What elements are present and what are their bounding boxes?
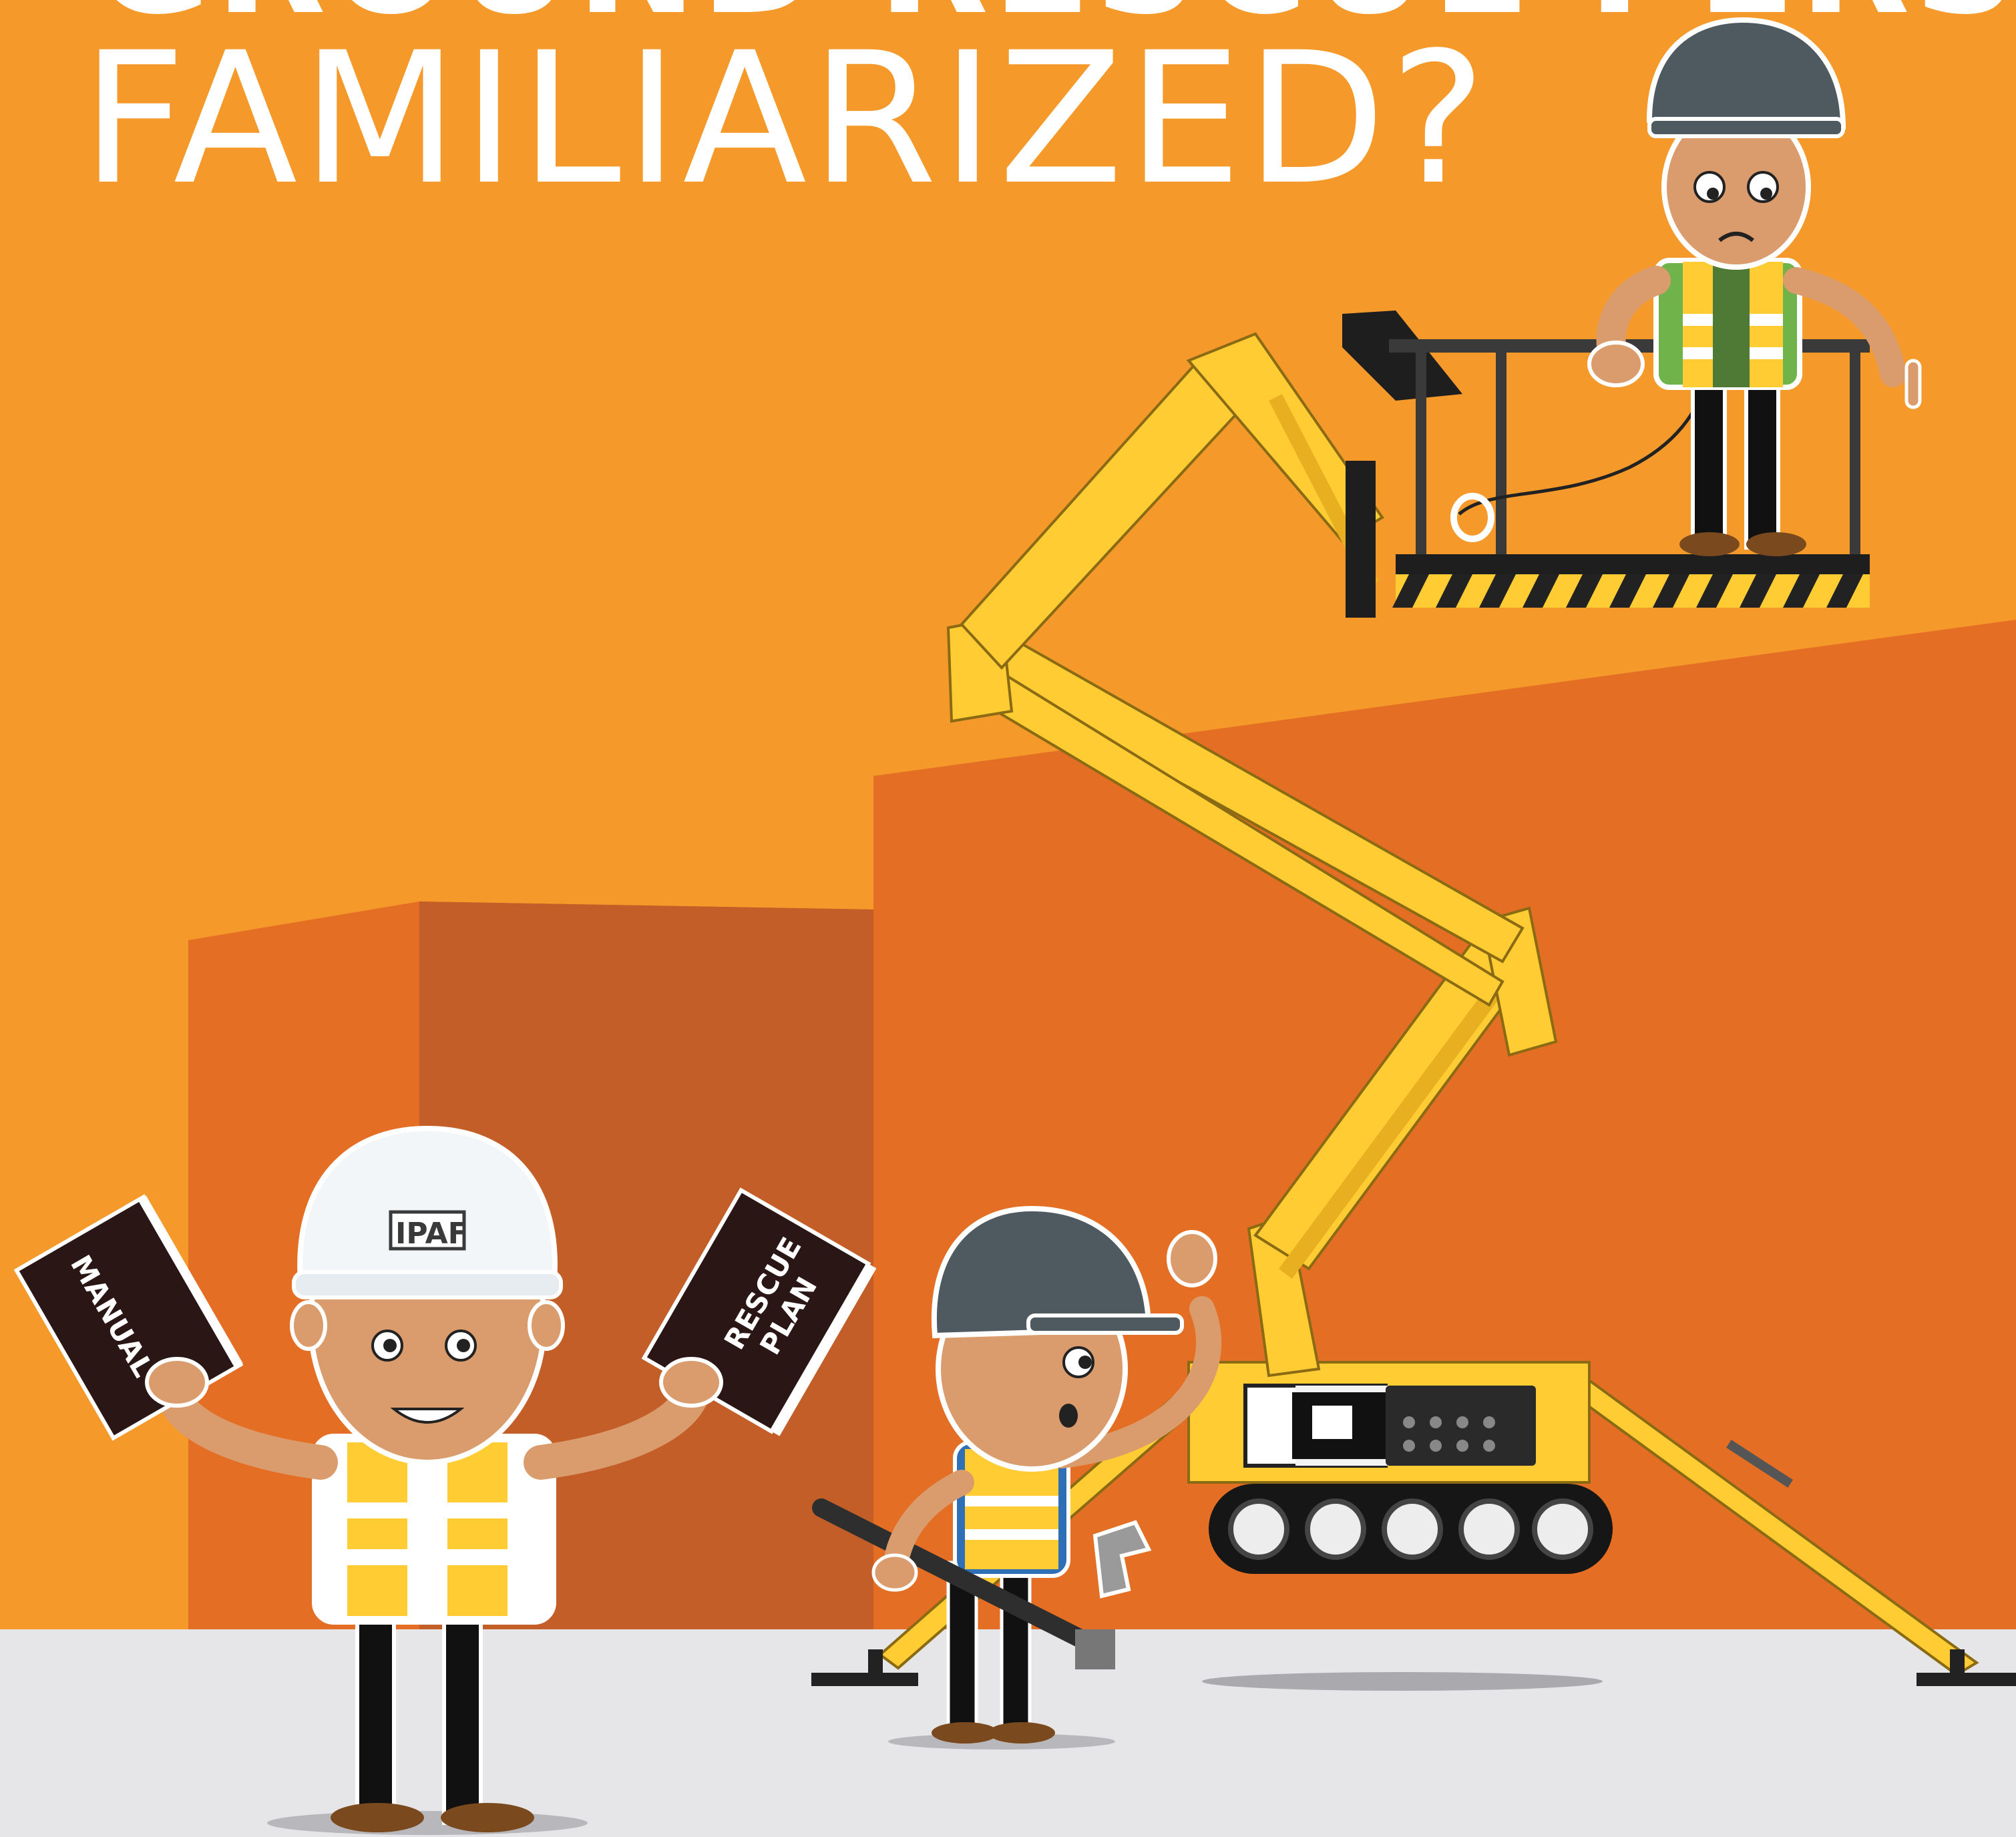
wall-right — [873, 620, 2016, 1629]
lift-shadow — [1202, 1672, 1603, 1691]
helmet-logo: IPAF — [395, 1217, 468, 1251]
boom-lower — [1247, 926, 1538, 1378]
outrigger-right — [1553, 1374, 2016, 1686]
headline-line-2: FAMILIARIZED? — [81, 14, 1490, 225]
lift-chassis — [1187, 1361, 1591, 1484]
worker-confused — [812, 1205, 1222, 1750]
worker-in-basket — [1587, 17, 1922, 556]
worker-with-books: IPAF MANUAL RESCUE PLAN — [13, 1125, 877, 1835]
lift-tracks — [1209, 1484, 1613, 1574]
boom-lift — [811, 311, 2016, 1691]
